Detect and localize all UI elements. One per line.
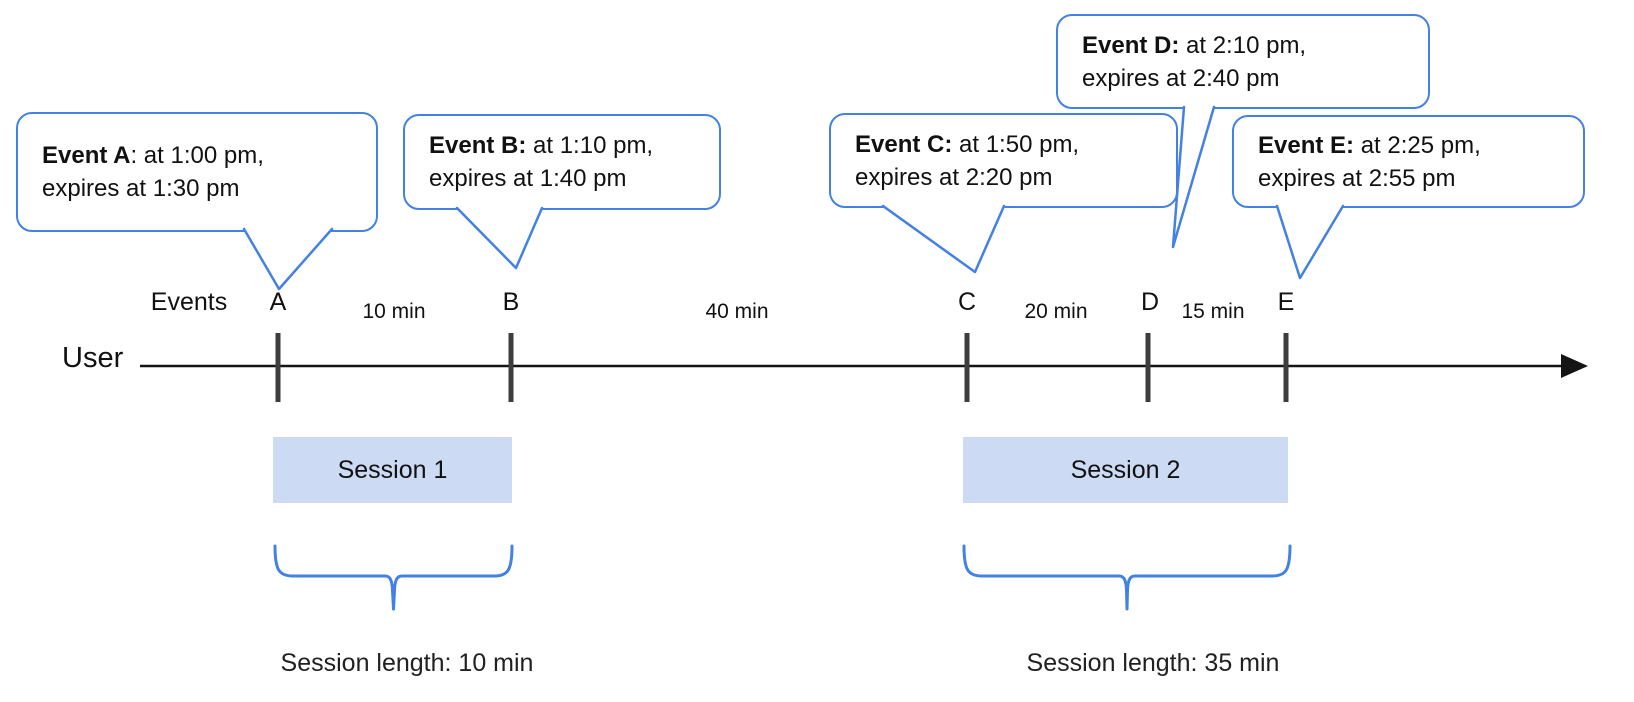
- event-c-time: at 1:50 pm,: [952, 130, 1080, 158]
- events-row-label: Events: [150, 288, 228, 316]
- event-b-title: Event B:: [429, 132, 527, 159]
- event-a-bubble-tail: [242, 227, 334, 291]
- tick-label-b: B: [502, 288, 520, 316]
- event-a-line2: expires at 1:30 pm: [42, 175, 240, 202]
- event-c-title: Event C:: [855, 130, 953, 158]
- timeline-arrowhead-icon: [1561, 354, 1588, 378]
- event-a-bubble: Event A: at 1:00 pm, expires at 1:30 pm: [16, 112, 378, 232]
- session-2-brace: [962, 544, 1292, 611]
- interval-label-a-b: 10 min: [362, 300, 426, 323]
- event-e-line1: Event E: at 2:25 pm,: [1258, 129, 1565, 162]
- event-c-bubble: Event C: at 1:50 pm, expires at 2:20 pm: [829, 113, 1178, 208]
- event-d-time: at 2:10 pm,: [1179, 31, 1307, 59]
- session-2-box: Session 2: [963, 437, 1288, 503]
- event-c-line1: Event C: at 1:50 pm,: [855, 128, 1158, 161]
- event-b-line1: Event B: at 1:10 pm,: [429, 129, 701, 162]
- event-d-line2: expires at 2:40 pm: [1082, 64, 1280, 92]
- tick-label-a: A: [269, 288, 287, 316]
- session-1-length-caption: Session length: 10 min: [280, 649, 534, 677]
- event-e-bubble-tail: [1275, 204, 1345, 280]
- event-d-title: Event D:: [1082, 31, 1180, 59]
- event-c-bubble-tail: [881, 204, 1006, 274]
- interval-label-b-c: 40 min: [705, 300, 769, 323]
- session-1-box: Session 1: [273, 437, 512, 503]
- event-c-line2: expires at 2:20 pm: [855, 163, 1053, 191]
- event-e-line2: expires at 2:55 pm: [1258, 164, 1456, 192]
- session-1-brace: [273, 544, 514, 611]
- session-2-label: Session 2: [1070, 455, 1181, 484]
- tick-label-e: E: [1277, 288, 1295, 316]
- event-b-bubble: Event B: at 1:10 pm, expires at 1:40 pm: [403, 114, 721, 210]
- event-b-bubble-tail: [455, 206, 544, 270]
- interval-label-c-d: 20 min: [1024, 300, 1088, 323]
- tick-label-d: D: [1140, 288, 1160, 316]
- event-e-time: at 2:25 pm,: [1354, 131, 1481, 159]
- event-e-bubble: Event E: at 2:25 pm, expires at 2:55 pm: [1232, 115, 1585, 208]
- event-d-bubble: Event D: at 2:10 pm, expires at 2:40 pm: [1056, 14, 1430, 109]
- event-d-bubble-tail: [1171, 105, 1216, 249]
- event-a-title: Event A: [42, 142, 131, 169]
- tick-label-c: C: [957, 288, 977, 316]
- event-b-line2: expires at 1:40 pm: [429, 165, 627, 192]
- event-e-title: Event E:: [1258, 131, 1355, 159]
- event-a-line1: Event A: at 1:00 pm,: [42, 139, 358, 172]
- session-1-label: Session 1: [337, 455, 448, 484]
- event-a-time: : at 1:00 pm,: [130, 142, 264, 169]
- user-row-label: User: [62, 342, 124, 374]
- event-d-line1: Event D: at 2:10 pm,: [1082, 29, 1410, 62]
- session-2-length-caption: Session length: 35 min: [1026, 649, 1280, 677]
- event-b-time: at 1:10 pm,: [526, 132, 654, 159]
- interval-label-d-e: 15 min: [1181, 300, 1245, 323]
